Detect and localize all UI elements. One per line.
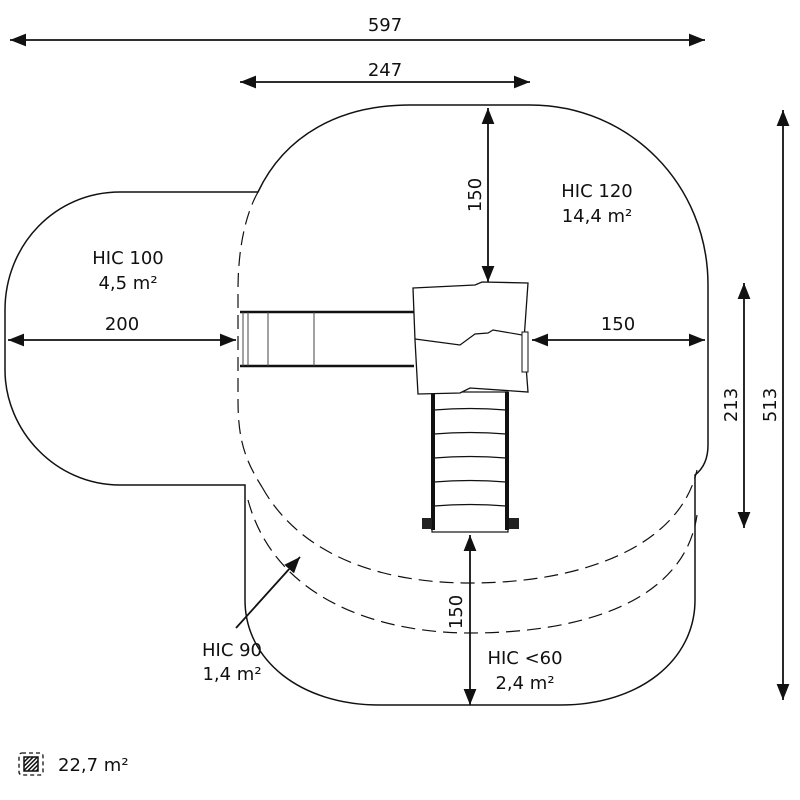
dim-label-right: 150 [601, 314, 635, 335]
platform [412, 281, 529, 395]
zone-hic100-area: 4,5 m² [98, 273, 157, 294]
slide [240, 310, 414, 368]
hatched-square-icon [18, 752, 44, 776]
dim-label-left: 200 [105, 314, 139, 335]
stairs [422, 391, 519, 533]
zone-hic60-label: HIC <60 [487, 648, 562, 669]
zone-hic90-label: HIC 90 [202, 640, 262, 661]
legend-total-area: 22,7 m² [58, 755, 129, 776]
zone-hic120-area: 14,4 m² [562, 206, 633, 227]
zone-hic60-area: 2,4 m² [495, 673, 554, 694]
dim-label-structure: 213 [721, 388, 742, 422]
zone-hic120-label: HIC 120 [561, 181, 633, 202]
dim-label-inner-width: 247 [368, 60, 402, 81]
zone-hic90-area: 1,4 m² [202, 664, 261, 685]
dim-label-top: 150 [465, 178, 486, 212]
dim-label-total-width: 597 [368, 15, 402, 36]
safety-area-outline [4, 104, 709, 706]
zone-boundary-hic100 [237, 191, 263, 488]
dim-label-total-depth: 513 [760, 388, 781, 422]
pointer-arrow-hic90 [235, 556, 301, 629]
zone-hic100-label: HIC 100 [92, 248, 164, 269]
dim-label-bottom: 150 [446, 595, 467, 629]
